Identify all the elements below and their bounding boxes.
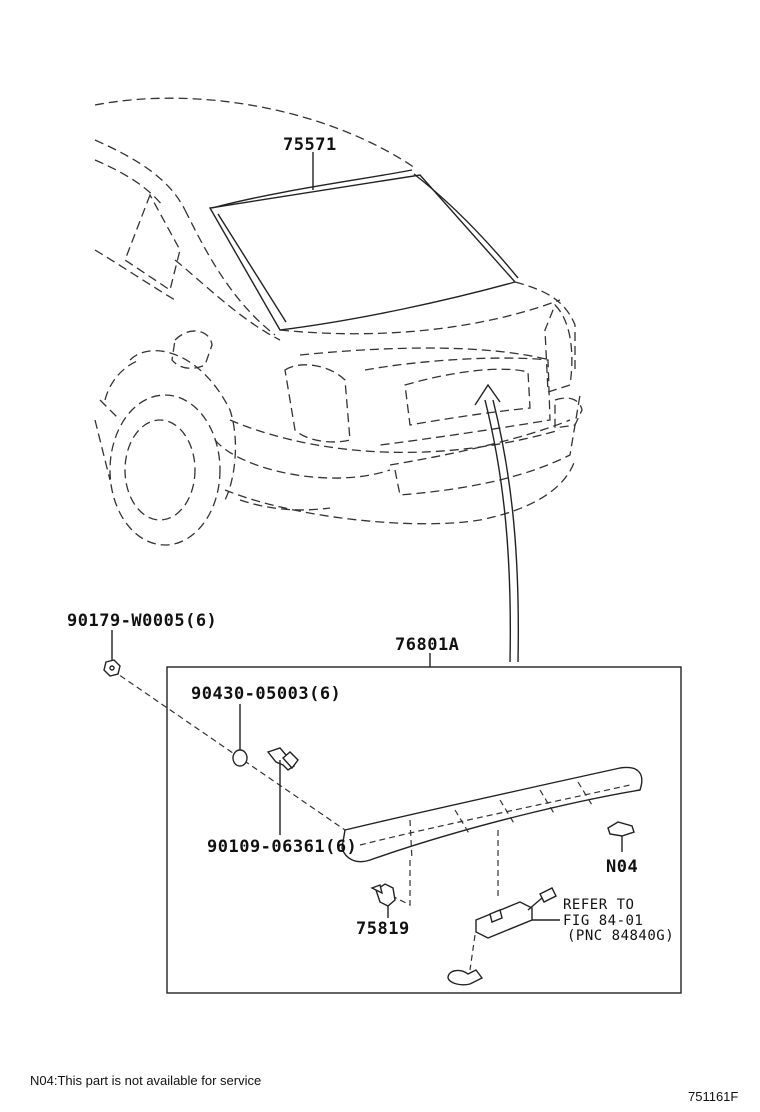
refer-line-1: REFER TO [563, 897, 634, 913]
part-number-n04: N04 [606, 857, 638, 877]
part-number-76801a: 76801A [395, 635, 459, 655]
part-number-75819: 75819 [356, 919, 410, 939]
assembly-line-2 [389, 860, 411, 906]
part-number-90430: 90430-05003(6) [191, 684, 341, 704]
figure-id: 751161F [688, 1089, 738, 1104]
bolt-part [266, 747, 299, 771]
vehicle-outline [94, 97, 583, 546]
part-number-75571: 75571 [283, 135, 337, 155]
assembly-line-1 [111, 669, 346, 831]
assembly-line-4 [469, 934, 476, 971]
refer-line-2: FIG 84-01 [563, 913, 643, 929]
washer-part [232, 749, 248, 767]
back-door-garnish [341, 766, 643, 863]
part-number-90179: 90179-W0005(6) [67, 611, 217, 631]
assembly-box [166, 666, 682, 994]
footnote: N04:This part is not available for servi… [30, 1073, 261, 1088]
license-lamp-part [447, 887, 557, 986]
install-arrow [474, 383, 520, 663]
nut-part [103, 659, 121, 677]
refer-line-3: (PNC 84840G) [567, 928, 674, 944]
clip-part [370, 883, 396, 907]
n04-clip-part [607, 821, 635, 837]
part-number-90109: 90109-06361(6) [207, 837, 357, 857]
